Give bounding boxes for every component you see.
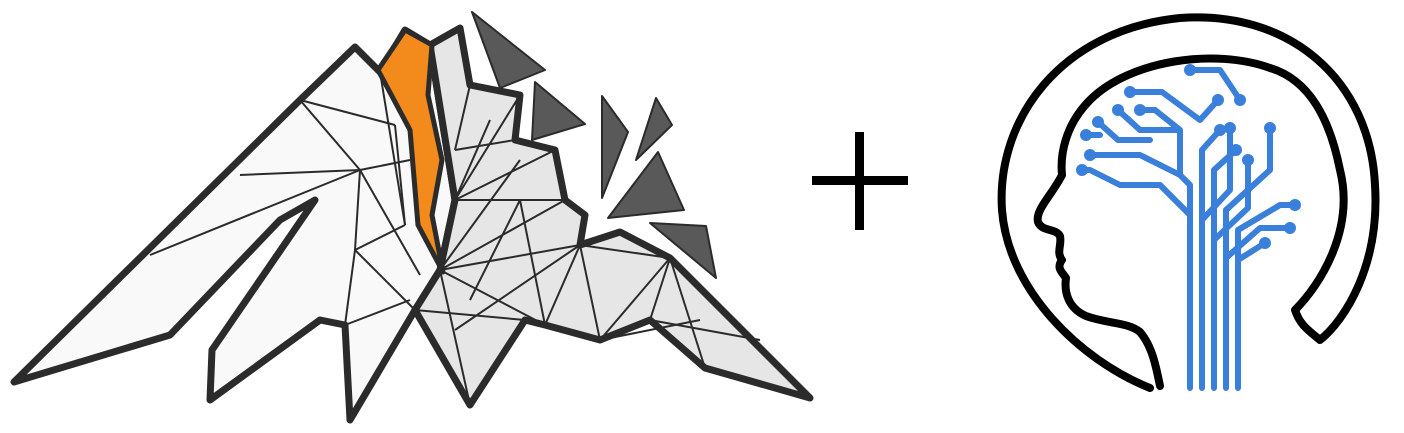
mountain-wireframe: [149, 71, 761, 406]
flying-shards: [471, 11, 717, 279]
circuit-nodes: [1076, 64, 1301, 249]
ai-head-icon: [997, 13, 1380, 392]
shard-4: [635, 97, 673, 161]
shard-2: [531, 81, 586, 141]
shard-6: [649, 222, 717, 279]
orange-crack: [375, 27, 446, 275]
shard-3: [601, 95, 629, 199]
shard-5: [607, 151, 685, 219]
mountain-body: [10, 24, 814, 424]
mountain-logo: [10, 11, 814, 424]
mountain-right-face: [411, 24, 814, 409]
head-outline: [997, 13, 1380, 392]
plus-icon: [812, 132, 908, 230]
shard-1: [471, 11, 546, 89]
circuit-brain: [1079, 67, 1298, 391]
